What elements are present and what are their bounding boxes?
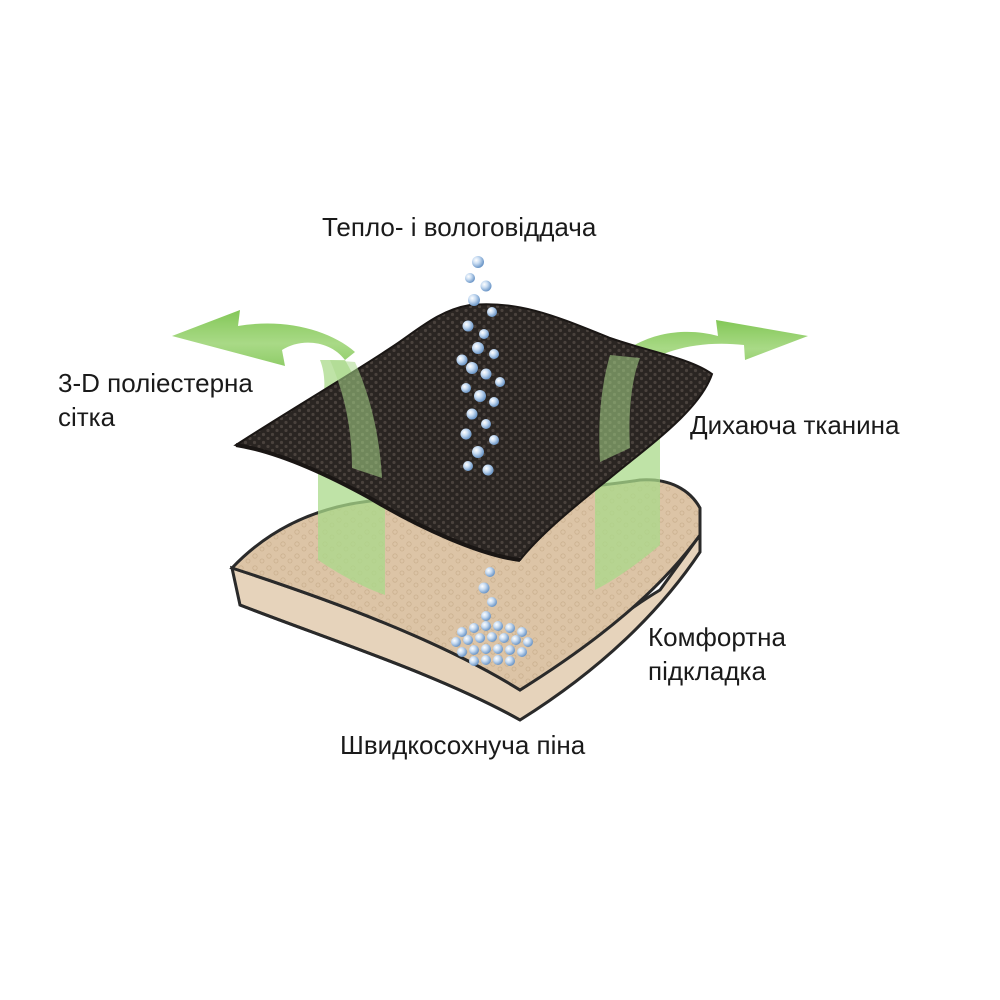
label-breathable-fabric: Дихаюча тканина (690, 410, 900, 440)
mesh-edge (235, 443, 521, 562)
label-3d-polyester-mesh: 3-D поліестерна сітка (58, 366, 253, 434)
label-quick-dry-foam: Швидкосохнуча піна (340, 730, 586, 760)
moisture-pool (451, 621, 533, 666)
label-comfort-lining: Комфортна підкладка (648, 620, 786, 688)
foam-bottom-edge (239, 603, 521, 722)
label-lining-line2: підкладка (648, 656, 766, 686)
label-lining-line1: Комфортна (648, 622, 786, 652)
moisture-bubbles (456, 256, 505, 621)
label-mesh-line2: сітка (58, 402, 116, 432)
label-heat-moisture-release: Тепло- і вологовіддача (322, 212, 597, 242)
label-mesh-line1: 3-D поліестерна (58, 368, 253, 398)
mesh-layer (233, 303, 714, 562)
